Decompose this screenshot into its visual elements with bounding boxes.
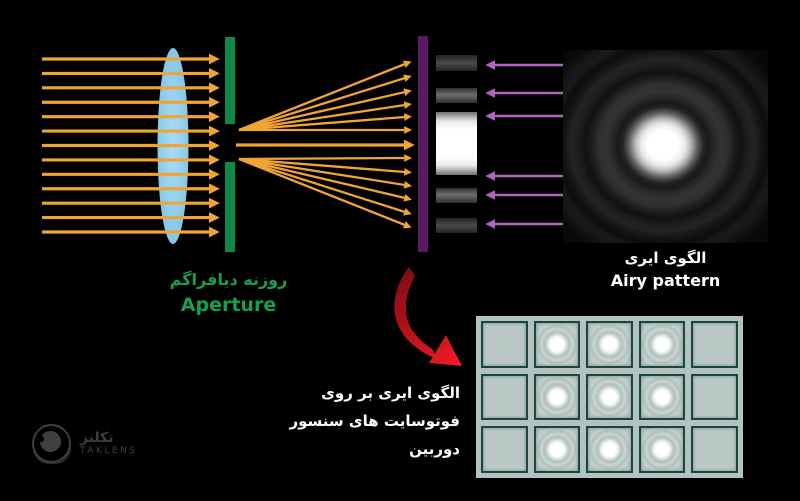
airy-label-fa: الگوی ایری (624, 249, 707, 267)
photosite-cell-airy (533, 373, 581, 421)
airy-pattern-image (563, 50, 768, 243)
logo-arc (33, 448, 71, 464)
focal-plane-bar (418, 36, 428, 252)
lens-logo-icon (32, 424, 71, 464)
logo-name-en: TAKLENS (80, 446, 138, 457)
photosite-cell (691, 373, 738, 421)
ray-line (238, 101, 412, 132)
photosite-cell-airy (638, 373, 686, 421)
photosite-cell-airy (586, 426, 633, 473)
sensor-photosite-grid (476, 316, 743, 478)
incoming-light-rays (42, 53, 220, 238)
ray-line (238, 113, 413, 132)
photosite-cell-airy (533, 321, 581, 368)
diffracted-rays (236, 60, 415, 229)
photosite-cell (691, 426, 738, 473)
airy-pattern-label: الگوی ایری Airy pattern (563, 247, 768, 293)
photosite-cell-airy (533, 426, 581, 473)
photosite-cell-airy (586, 373, 633, 421)
sensor-caption-line2: فوتوسایت های سنسور دوربین (289, 412, 460, 458)
ray-line (238, 74, 412, 132)
photosite-cell-airy (586, 321, 633, 368)
curved-arrow-icon (394, 267, 462, 366)
ray-line (238, 154, 413, 162)
photosite-cell (481, 321, 528, 368)
photosite-cell (481, 426, 528, 473)
ray-line (238, 157, 412, 216)
sensor-caption: الگوی ایری بر روی فوتوسایت های سنسور دور… (240, 379, 460, 463)
logo-disc (40, 431, 61, 452)
ray-line (238, 157, 412, 229)
airy-label-en: Airy pattern (610, 271, 721, 290)
aperture-label-en: Aperture (180, 294, 277, 316)
ray-line (238, 60, 412, 132)
photosite-cell (481, 373, 528, 421)
ray-line (238, 157, 413, 176)
photosite-cell-airy (638, 426, 686, 473)
logo-text: تکلنز TAKLENS (80, 430, 138, 456)
taklens-logo: تکلنز TAKLENS (32, 424, 138, 464)
ray-line (238, 88, 412, 132)
aperture-label: روزنه دیافراگم Aperture (126, 268, 331, 318)
diffraction-intensity-bars (436, 55, 477, 233)
logo-dot (38, 436, 44, 442)
sensor-caption-line1: الگوی ایری بر روی (321, 384, 460, 402)
aperture-label-fa: روزنه دیافراگم (169, 270, 288, 289)
aperture-barrier (225, 37, 235, 252)
photosite-cell-airy (638, 321, 686, 368)
ray-line (238, 157, 412, 189)
ray-line (238, 157, 412, 202)
photosite-cell (691, 321, 738, 368)
logo-name-fa: تکلنز (80, 430, 114, 447)
